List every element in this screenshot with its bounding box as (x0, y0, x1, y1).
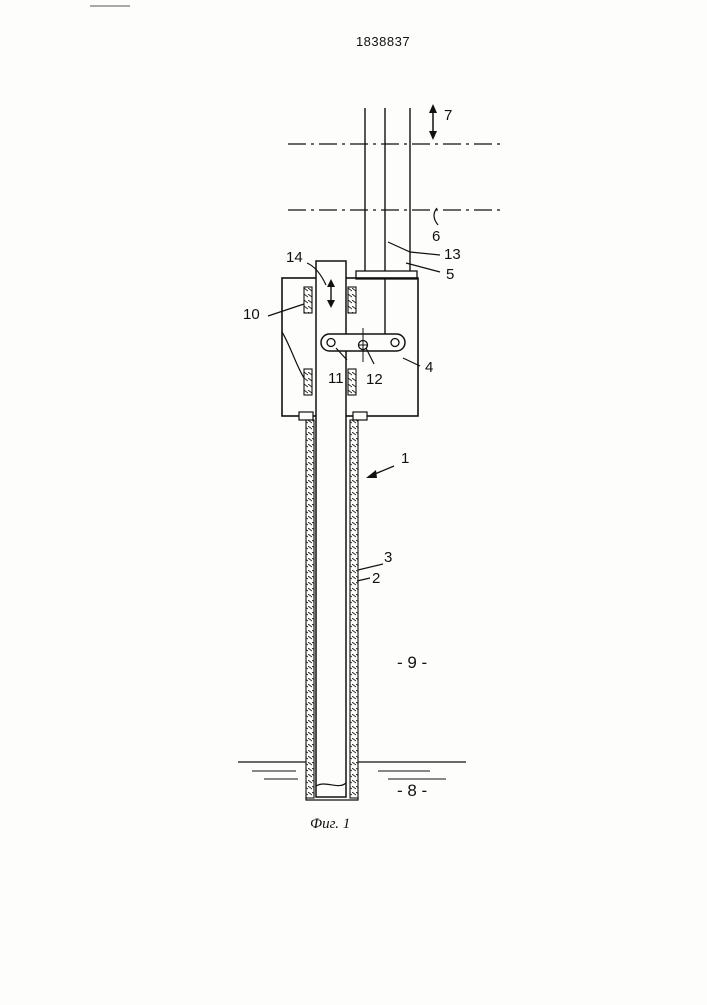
label-4: 4 (425, 359, 433, 376)
bearing-pad-top-left (304, 287, 312, 313)
figure-caption: Фиг. 1 (310, 816, 350, 832)
leader-10-top (268, 304, 304, 316)
label-2: 2 (372, 570, 380, 587)
label-9: - 9 - (397, 653, 427, 672)
lower-collar-right (353, 412, 367, 420)
patent-number: 1838837 (356, 34, 410, 49)
bearing-pad-bottom-right (348, 369, 356, 395)
tube-wall-right (350, 420, 358, 798)
pointer-arrow-icon (366, 466, 394, 478)
label-8: - 8 - (397, 781, 427, 800)
tube-wall-left (306, 420, 314, 798)
label-3: 3 (384, 549, 392, 566)
label-6: 6 (432, 228, 440, 245)
leader-10-bottom (282, 332, 304, 378)
label-13: 13 (444, 246, 461, 263)
bearing-pad-bottom-left (304, 369, 312, 395)
lower-collar-left (299, 412, 313, 420)
label-14: 14 (286, 249, 303, 266)
label-7: 7 (444, 107, 452, 124)
bearing-pad-top-right (348, 287, 356, 313)
label-1: 1 (401, 450, 409, 467)
label-5: 5 (446, 266, 454, 283)
label-11: 11 (328, 370, 344, 387)
label-12: 12 (366, 371, 383, 388)
label-10: 10 (243, 306, 260, 323)
leader-2 (357, 578, 370, 581)
double-arrow-icon (429, 104, 437, 140)
